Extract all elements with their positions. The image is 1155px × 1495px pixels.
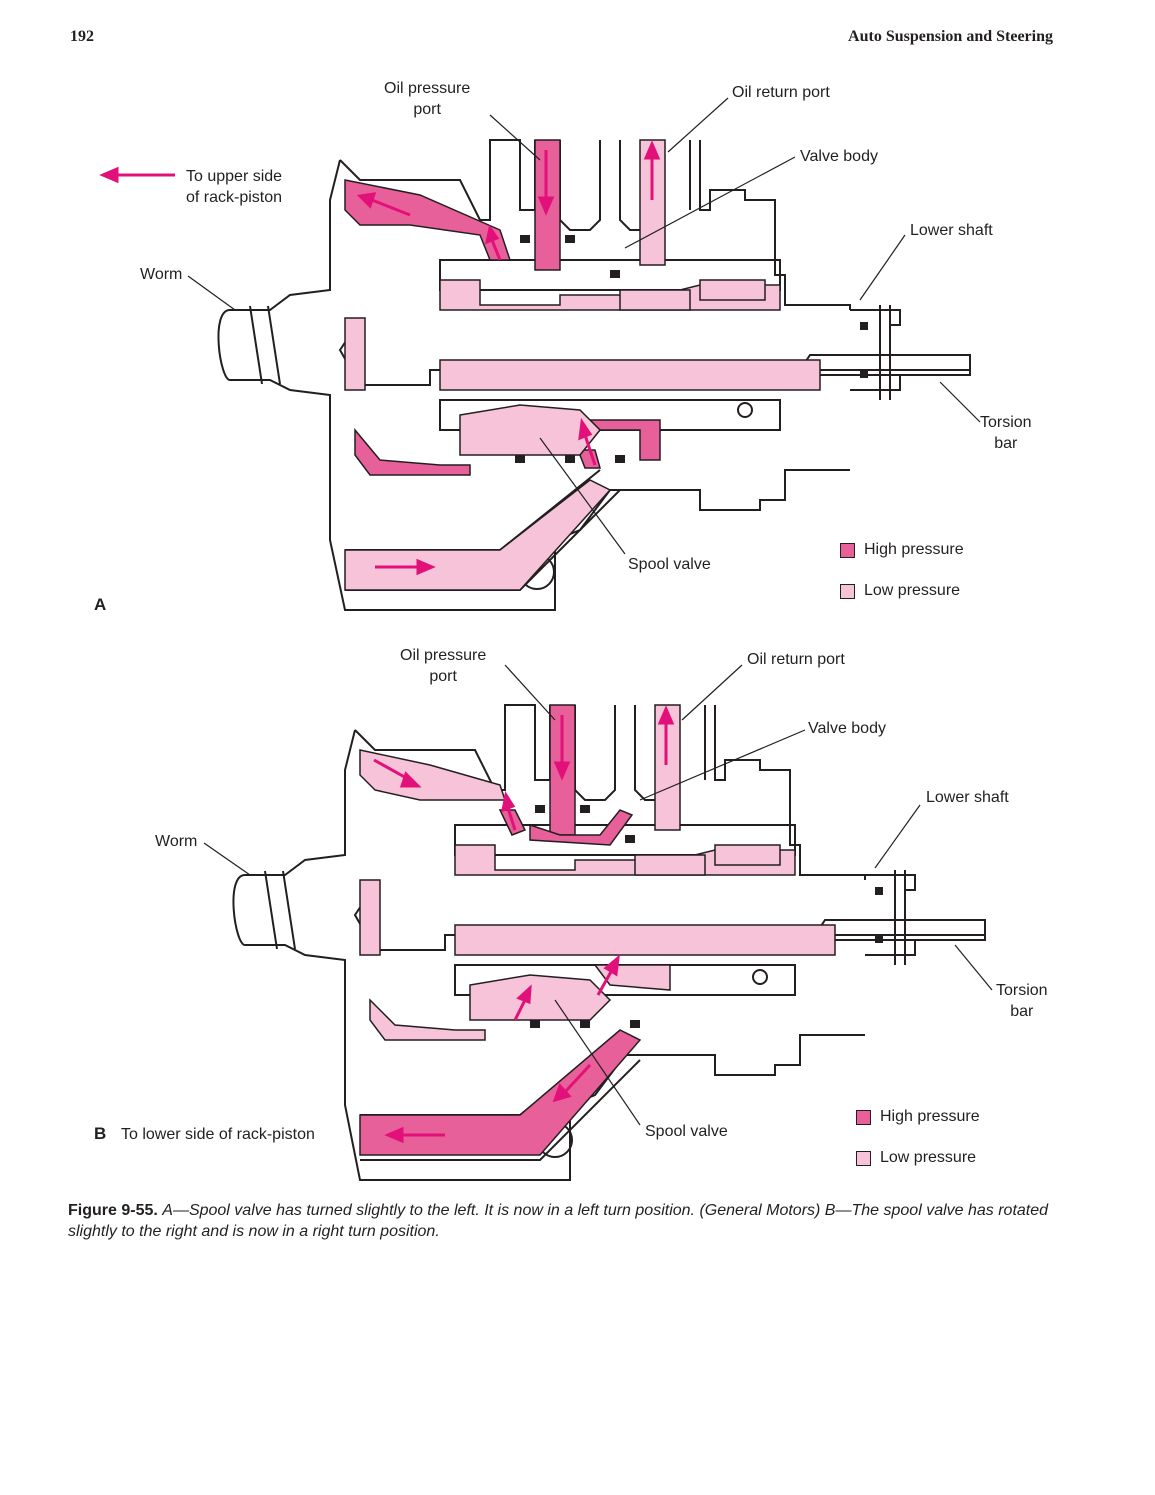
caption-text: A—Spool valve has turned slightly to the… bbox=[68, 1202, 1049, 1240]
valve-body-label: Valve body bbox=[808, 720, 886, 737]
figure-caption: Figure 9-55. A—Spool valve has turned sl… bbox=[68, 1200, 1068, 1242]
valve-body-label: Valve body bbox=[800, 148, 878, 165]
worm-label: Worm bbox=[140, 266, 183, 283]
worm-label: Worm bbox=[155, 833, 198, 850]
lower-shaft-label: Lower shaft bbox=[926, 789, 1009, 806]
figure-b: Oil pressure port Oil return port Valve … bbox=[0, 640, 1155, 1185]
legend-high-pressure: High pressure bbox=[856, 1108, 980, 1126]
lower-shaft-label: Lower shaft bbox=[910, 222, 993, 239]
legend-high-pressure-label: High pressure bbox=[864, 541, 964, 558]
running-title: Auto Suspension and Steering bbox=[848, 28, 1053, 45]
oil-return-port-label: Oil return port bbox=[732, 84, 830, 101]
high-pressure-swatch bbox=[856, 1109, 871, 1125]
page-number: 192 bbox=[70, 28, 94, 45]
legend-low-pressure: Low pressure bbox=[856, 1149, 976, 1167]
spool-valve-label: Spool valve bbox=[628, 556, 711, 573]
panel-letter-a: A bbox=[94, 595, 107, 614]
legend-low-pressure-label: Low pressure bbox=[880, 1149, 977, 1166]
legend-high-pressure-label: High pressure bbox=[880, 1108, 980, 1125]
legend-low-pressure-label: Low pressure bbox=[864, 582, 961, 599]
oil-pressure-port-label: Oil pressure port bbox=[400, 647, 487, 685]
low-pressure-swatch bbox=[840, 583, 855, 599]
high-pressure-swatch bbox=[840, 542, 855, 558]
oil-pressure-port-label: Oil pressure port bbox=[384, 80, 471, 118]
oil-return-port-label: Oil return port bbox=[747, 651, 845, 668]
legend-high-pressure: High pressure bbox=[840, 541, 964, 559]
caption-figure-number: Figure 9-55. bbox=[68, 1202, 158, 1219]
panel-letter-b: B bbox=[94, 1124, 107, 1143]
low-pressure-swatch bbox=[856, 1150, 871, 1166]
upper-side-flow-label: To upper side of rack-piston bbox=[186, 168, 283, 206]
legend-low-pressure: Low pressure bbox=[840, 582, 960, 600]
spool-valve-label: Spool valve bbox=[645, 1123, 728, 1140]
valve-diagram-b bbox=[203, 664, 993, 1181]
torsion-bar-label: Torsion bar bbox=[996, 982, 1048, 1020]
torsion-bar-label: Torsion bar bbox=[980, 414, 1032, 452]
lower-side-flow-label: To lower side of rack-piston bbox=[121, 1126, 315, 1143]
figure-a: Oil pressure port Oil return port Valve … bbox=[0, 70, 1155, 630]
valve-diagram-a bbox=[99, 97, 981, 611]
